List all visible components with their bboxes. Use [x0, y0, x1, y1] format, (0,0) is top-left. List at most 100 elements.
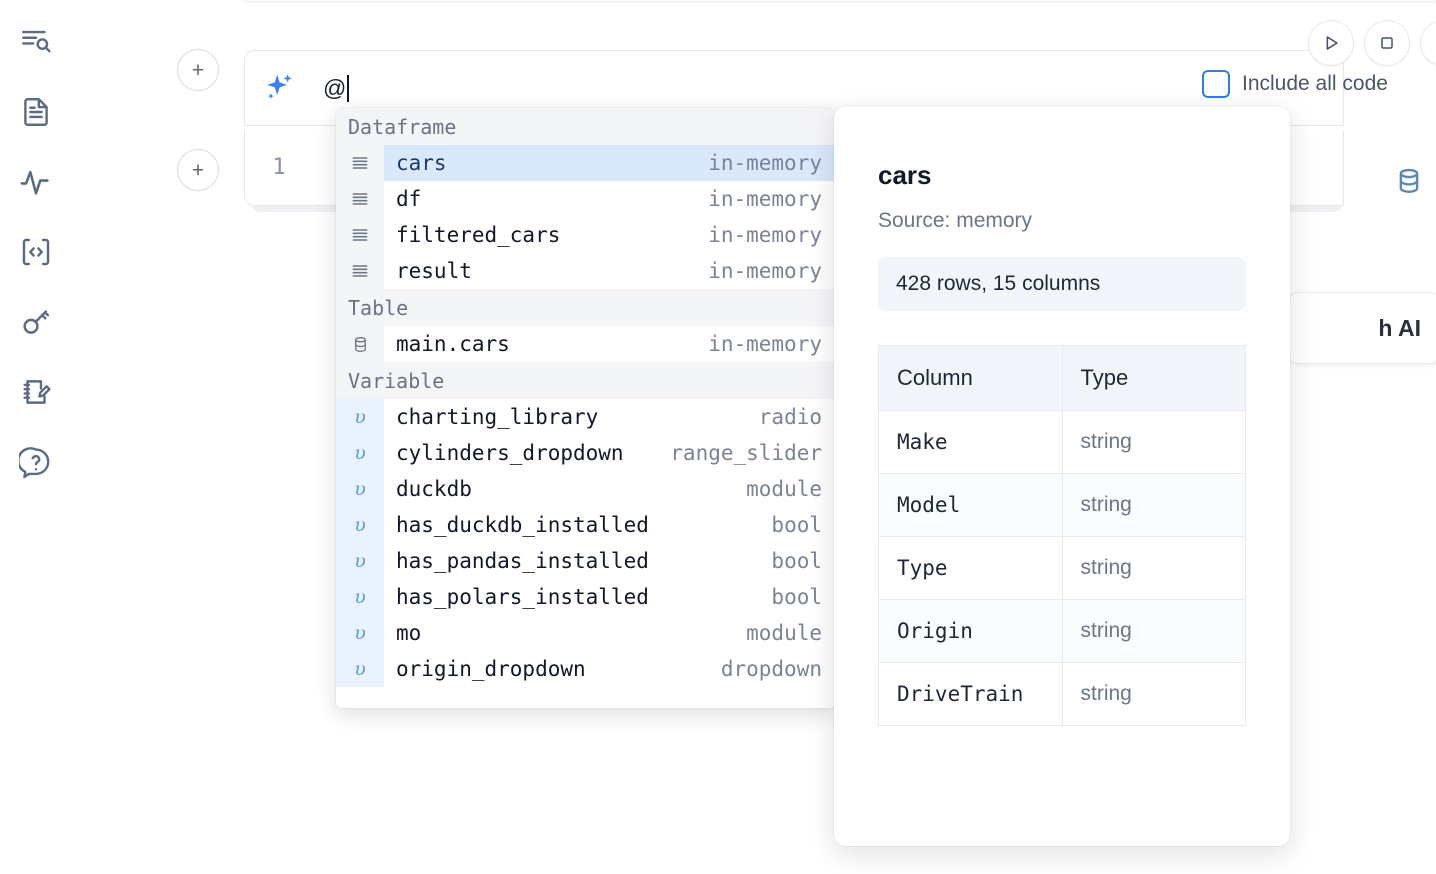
autocomplete-item[interactable]: υ has_polars_installed bool: [336, 579, 836, 615]
help-chat-icon[interactable]: [14, 438, 58, 486]
variable-icon: υ: [336, 471, 384, 507]
variable-icon: υ: [336, 507, 384, 543]
autocomplete-item-meta: in-memory: [708, 332, 822, 356]
include-all-code-checkbox[interactable]: [1202, 70, 1230, 98]
autocomplete-item-name: charting_library: [396, 405, 599, 429]
type-header: Type: [1061, 345, 1246, 411]
autocomplete-item-meta: in-memory: [708, 223, 822, 247]
autocomplete-item[interactable]: main.cars in-memory: [336, 326, 836, 362]
autocomplete-item-meta: dropdown: [720, 657, 822, 681]
variable-icon: υ: [336, 615, 384, 651]
run-button[interactable]: [1308, 20, 1354, 66]
schema-column-type: string: [1061, 662, 1246, 726]
detail-panel: cars Source: memory 428 rows, 15 columns…: [834, 106, 1290, 846]
key-icon[interactable]: [14, 298, 58, 346]
autocomplete-item[interactable]: filtered_cars in-memory: [336, 217, 836, 253]
include-all-code-row[interactable]: Include all code: [1202, 70, 1388, 98]
schema-column-type: string: [1061, 473, 1246, 537]
autocomplete-item[interactable]: υ origin_dropdown dropdown: [336, 651, 836, 687]
autocomplete-item-name: mo: [396, 621, 422, 645]
dataframe-icon: [336, 217, 384, 253]
autocomplete-item-name: origin_dropdown: [396, 657, 586, 681]
autocomplete-item[interactable]: υ charting_library radio: [336, 399, 836, 435]
autocomplete-group-header: Dataframe: [336, 108, 836, 145]
detail-title: cars: [878, 160, 932, 190]
autocomplete-item[interactable]: cars in-memory: [336, 145, 836, 181]
database-icon[interactable]: [1394, 166, 1424, 201]
autocomplete-item-meta: in-memory: [708, 187, 822, 211]
autocomplete-group-header: Table: [336, 289, 836, 326]
dataframe-icon: [336, 145, 384, 181]
variable-icon: υ: [336, 399, 384, 435]
more-actions-button[interactable]: [1420, 20, 1436, 66]
autocomplete-item-meta: module: [746, 477, 822, 501]
schema-column-type: string: [1061, 536, 1246, 600]
autocomplete-item-name: has_pandas_installed: [396, 549, 649, 573]
include-all-code-label: Include all code: [1242, 72, 1388, 95]
autocomplete-item-meta: in-memory: [708, 151, 822, 175]
sparkle-icon: [263, 71, 297, 105]
table-icon: [336, 326, 384, 362]
variable-icon: υ: [336, 543, 384, 579]
autocomplete-item-name: duckdb: [396, 477, 472, 501]
schema-column-type: string: [1061, 410, 1246, 474]
activity-pulse-icon[interactable]: [14, 158, 58, 206]
autocomplete-item-name: filtered_cars: [396, 223, 561, 247]
code-brackets-icon[interactable]: [14, 228, 58, 276]
stop-button[interactable]: [1364, 20, 1410, 66]
autocomplete-item-meta: bool: [771, 513, 822, 537]
table-header-row: Column Type: [878, 345, 1246, 411]
run-controls: [1308, 20, 1436, 66]
scratchpad-edit-icon[interactable]: [14, 368, 58, 416]
autocomplete-item-meta: module: [746, 621, 822, 645]
schema-column-type: string: [1061, 599, 1246, 663]
previous-cell-edge: [244, 0, 1436, 2]
autocomplete-item[interactable]: υ has_pandas_installed bool: [336, 543, 836, 579]
ai-prompt-input[interactable]: @: [323, 74, 350, 102]
schema-column-name: Make: [878, 410, 1063, 474]
autocomplete-item-meta: radio: [758, 405, 822, 429]
autocomplete-group-header: Variable: [336, 362, 836, 399]
dataframe-icon: [336, 181, 384, 217]
dataframe-icon: [336, 253, 384, 289]
text-cursor: [347, 74, 350, 102]
add-cell-button-bottom[interactable]: +: [177, 149, 219, 191]
schema-column-name: Model: [878, 473, 1063, 537]
cell-toolbar: M↓: [1394, 166, 1436, 201]
schema-column-name: DriveTrain: [878, 662, 1063, 726]
file-text-icon[interactable]: [14, 88, 58, 136]
line-number: 1: [272, 155, 286, 180]
variable-icon: υ: [336, 579, 384, 615]
autocomplete-item-name: has_polars_installed: [396, 585, 649, 609]
autocomplete-item-meta: in-memory: [708, 259, 822, 283]
autocomplete-item-meta: range_slider: [670, 441, 822, 465]
schema-column-name: Origin: [878, 599, 1063, 663]
autocomplete-item-meta: bool: [771, 585, 822, 609]
outline-search-icon[interactable]: [14, 18, 58, 66]
variable-icon: υ: [336, 651, 384, 687]
autocomplete-item-name: df: [396, 187, 422, 211]
ai-chip-button[interactable]: h AI: [1288, 292, 1436, 364]
autocomplete-item[interactable]: df in-memory: [336, 181, 836, 217]
column-header: Column: [878, 345, 1063, 411]
detail-shape-badge: 428 rows, 15 columns: [878, 257, 1246, 311]
autocomplete-item-name: main.cars: [396, 332, 510, 356]
autocomplete-item-name: cars: [396, 151, 447, 175]
autocomplete-item[interactable]: υ has_duckdb_installed bool: [336, 507, 836, 543]
autocomplete-item-meta: bool: [771, 549, 822, 573]
autocomplete-item-name: has_duckdb_installed: [396, 513, 649, 537]
add-cell-button-top[interactable]: +: [177, 49, 219, 91]
ai-prompt-value: @: [323, 74, 347, 101]
autocomplete-item-name: cylinders_dropdown: [396, 441, 624, 465]
